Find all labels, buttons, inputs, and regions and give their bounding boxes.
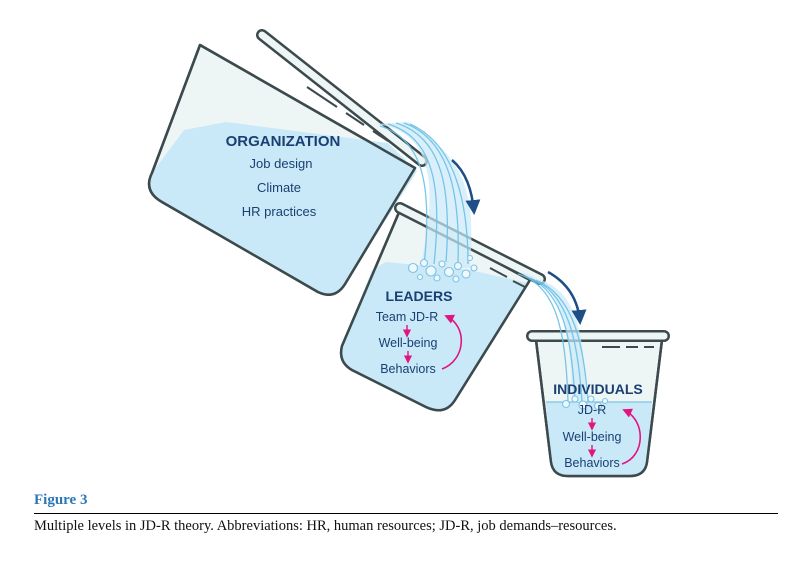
individuals-item-behaviors: Behaviors (564, 456, 620, 470)
jdr-levels-diagram: ORGANIZATION Job design Climate HR pract… (0, 0, 800, 490)
leaders-item-team-jdr: Team JD-R (376, 310, 439, 324)
figure-label: Figure 3 (34, 492, 87, 509)
individuals-item-jdr: JD-R (578, 403, 606, 417)
organization-item-hr-practices: HR practices (242, 204, 317, 219)
leaders-title: LEADERS (386, 288, 453, 304)
organization-item-job-design: Job design (250, 156, 313, 171)
figure-divider (34, 513, 778, 514)
individuals-item-well-being: Well-being (563, 430, 622, 444)
organization-item-climate: Climate (257, 180, 301, 195)
leaders-item-behaviors: Behaviors (380, 362, 436, 376)
leaders-item-well-being: Well-being (379, 336, 438, 350)
figure-caption: Multiple levels in JD-R theory. Abbrevia… (34, 518, 617, 535)
individuals-title: INDIVIDUALS (553, 381, 642, 397)
organization-title: ORGANIZATION (226, 133, 341, 150)
